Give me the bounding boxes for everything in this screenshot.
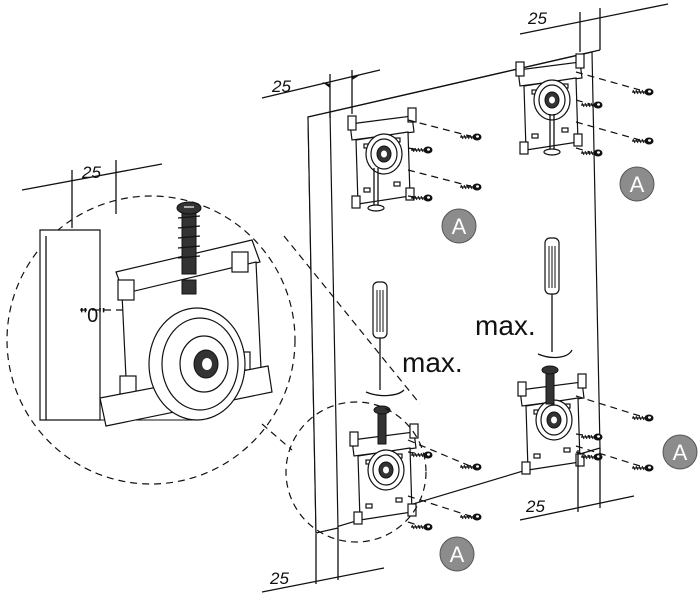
screws [407, 71, 655, 532]
roller-bracket-bottom-left [349, 405, 419, 525]
svg-text:A: A [450, 542, 465, 567]
dimension-bottom-right: 25 [519, 448, 635, 521]
dimension-bottom-left: 25 [261, 528, 385, 593]
screwdriver-left [365, 281, 405, 397]
badge-a-top-left: A [441, 208, 477, 244]
svg-text:A: A [673, 440, 688, 465]
dimension-label: 25 [81, 163, 101, 182]
dimension-label: 25 [271, 77, 291, 96]
dimension-top-left: 25 [261, 69, 381, 118]
badge-a-top-right: A [619, 166, 655, 202]
roller-bracket-bottom-right [517, 365, 587, 475]
roller-bracket-top-left [347, 107, 417, 212]
svg-text:A: A [630, 172, 645, 197]
zero-position-label: "0" [80, 305, 105, 327]
screwdriver-right [537, 237, 573, 359]
badge-a-bottom-left: A [439, 536, 475, 572]
max-label-left: max. [402, 347, 463, 378]
badge-a-bottom-right: A [662, 434, 698, 470]
dimension-label: 25 [527, 9, 547, 28]
detail-callout: "0" 25 [6, 160, 427, 543]
max-label-right: max. [475, 310, 536, 341]
roller-bracket-top-right [515, 53, 585, 156]
dimension-top-right: 25 [519, 3, 669, 52]
dimension-label: 25 [269, 569, 289, 588]
dimension-label: 25 [525, 497, 545, 516]
svg-text:A: A [452, 214, 467, 239]
